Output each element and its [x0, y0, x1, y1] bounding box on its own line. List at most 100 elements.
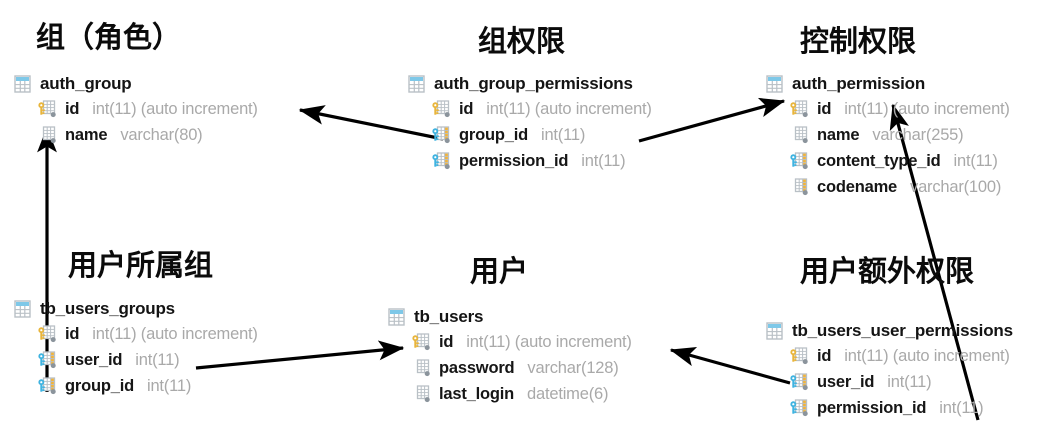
column-icon — [416, 358, 430, 376]
column-name: id — [439, 332, 454, 351]
foreign-key-icon — [38, 376, 56, 394]
table-name: auth_permission — [792, 74, 926, 93]
column-type: varchar(128) — [527, 358, 619, 377]
primary-key-icon — [38, 324, 56, 342]
column-icon — [794, 125, 808, 143]
column-row[interactable]: codename varchar(100) — [790, 174, 1010, 200]
primary-key-icon — [432, 99, 450, 117]
table-icon — [766, 322, 783, 340]
column-type: varchar(255) — [872, 125, 964, 144]
column-row[interactable]: id int(11) (auto increment) — [38, 96, 258, 122]
column-row[interactable]: last_login datetime(6) — [412, 381, 632, 407]
column-list: id int(11) (auto increment) name varchar(80… — [38, 96, 258, 148]
column-row[interactable]: user_id int(11) — [790, 369, 1013, 395]
column-name: group_id — [459, 125, 528, 144]
column-name: content_type_id — [817, 151, 941, 170]
column-row[interactable]: group_id int(11) — [432, 122, 652, 148]
column-type: int(11) — [939, 398, 984, 417]
column-type: datetime(6) — [527, 384, 609, 403]
foreign-key-icon — [432, 125, 450, 143]
column-row[interactable]: id int(11) (auto increment) — [790, 96, 1010, 122]
column-name: id — [817, 99, 832, 118]
heading-user-extra-permission: 用户额外权限 — [800, 256, 975, 288]
indexed-column-icon — [794, 177, 808, 195]
column-row[interactable]: name varchar(80) — [38, 122, 258, 148]
table-header[interactable]: auth_group_permissions — [408, 73, 652, 95]
column-row[interactable]: content_type_id int(11) — [790, 148, 1010, 174]
column-name: id — [65, 324, 80, 343]
column-row[interactable]: permission_id int(11) — [790, 395, 1013, 421]
column-name: user_id — [817, 372, 875, 391]
column-type: int(11) (auto increment) — [92, 324, 258, 343]
column-row[interactable]: permission_id int(11) — [432, 148, 652, 174]
column-type: int(11) (auto increment) — [486, 99, 652, 118]
column-type: int(11) (auto increment) — [844, 346, 1010, 365]
table-header[interactable]: auth_group — [14, 73, 258, 95]
table-header[interactable]: tb_users_user_permissions — [766, 320, 1013, 342]
arrow-group-permissions-to-permission — [638, 97, 786, 143]
table-icon — [14, 75, 31, 93]
column-name: permission_id — [459, 151, 569, 170]
foreign-key-icon — [38, 350, 56, 368]
heading-group-permission: 组权限 — [478, 26, 566, 58]
table-icon — [388, 308, 405, 326]
column-name: permission_id — [817, 398, 927, 417]
column-type: int(11) (auto increment) — [92, 99, 258, 118]
column-type: int(11) — [887, 372, 932, 391]
column-type: int(11) — [953, 151, 998, 170]
column-row[interactable]: password varchar(128) — [412, 355, 632, 381]
column-icon — [416, 384, 430, 402]
column-name: last_login — [439, 384, 515, 403]
foreign-key-icon — [432, 151, 450, 169]
table-icon — [14, 300, 31, 318]
table-header[interactable]: tb_users — [388, 306, 632, 328]
column-type: int(11) — [581, 151, 626, 170]
column-type: int(11) — [135, 350, 180, 369]
table-name: tb_users_user_permissions — [792, 321, 1013, 340]
column-name: group_id — [65, 376, 134, 395]
table-header[interactable]: tb_users_groups — [14, 298, 258, 320]
primary-key-icon — [790, 99, 808, 117]
heading-user: 用户 — [470, 256, 529, 288]
column-name: name — [65, 125, 108, 144]
foreign-key-icon — [790, 151, 808, 169]
column-type: int(11) — [540, 125, 586, 144]
primary-key-icon — [790, 346, 808, 364]
table-header[interactable]: auth_permission — [766, 73, 1010, 95]
column-name: id — [65, 99, 80, 118]
column-type: varchar(100) — [910, 177, 1002, 196]
column-row[interactable]: id int(11) (auto increment) — [38, 321, 258, 347]
table-name: auth_group — [40, 74, 132, 93]
column-name: codename — [817, 177, 898, 196]
table-name: tb_users — [414, 307, 484, 326]
primary-key-icon — [38, 99, 56, 117]
table-icon — [408, 75, 425, 93]
column-type: varchar(80) — [120, 125, 203, 144]
column-name: password — [439, 358, 515, 377]
heading-control-permission: 控制权限 — [800, 26, 917, 58]
column-icon — [42, 125, 56, 143]
table-name: auth_group_permissions — [434, 74, 633, 93]
foreign-key-icon — [790, 398, 808, 416]
foreign-key-icon — [790, 372, 808, 390]
primary-key-icon — [412, 332, 430, 350]
column-type: int(11) (auto increment) — [844, 99, 1010, 118]
